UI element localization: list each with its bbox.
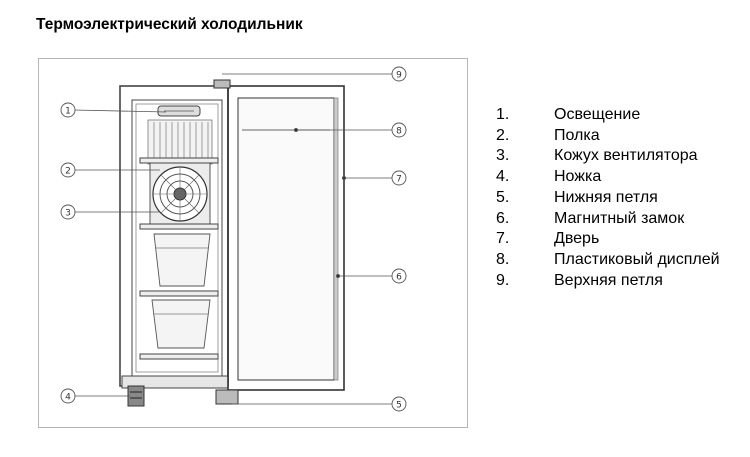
svg-text:8: 8: [396, 127, 402, 137]
figure-frame: [38, 58, 468, 428]
legend-label: Верхняя петля: [554, 271, 663, 289]
callout-markers: 1 2 3 4 5 6 7 8 9: [60, 66, 407, 412]
svg-text:1: 1: [65, 107, 71, 117]
svg-text:3: 3: [65, 209, 71, 219]
svg-text:2: 2: [65, 167, 71, 177]
legend-number: 9.: [496, 271, 510, 289]
legend-item: 7. Дверь: [496, 229, 720, 250]
fan-cover: [149, 161, 211, 227]
parts-legend: 1.Освещение 2.Полка 3.Кожух вентилятора …: [496, 105, 720, 291]
legend-item: 3. Кожух вентилятора: [496, 146, 720, 167]
svg-text:7: 7: [396, 175, 402, 185]
legend-label: Кожух вентилятора: [554, 147, 698, 165]
legend-item: 4. Ножка: [496, 167, 720, 188]
legend-label: Освещение: [554, 106, 641, 123]
legend-item: 5. Нижняя петля: [496, 188, 720, 209]
callout-8: 8: [391, 122, 407, 138]
svg-text:6: 6: [396, 273, 402, 283]
callout-7: 7: [391, 170, 407, 186]
callout-4: 4: [60, 388, 76, 404]
legend-item: 9. Верхняя петля: [496, 271, 720, 292]
legend-item: 2. Полка: [496, 126, 720, 147]
legend-number: 4.: [496, 168, 510, 186]
legend-item: 8. Пластиковый дисплей: [496, 250, 720, 271]
legend-label: Пластиковый дисплей: [554, 250, 720, 268]
legend-number: 3.: [496, 147, 510, 165]
rear-grille-top: [147, 119, 213, 165]
callout-9: 9: [391, 66, 407, 82]
base: [121, 375, 229, 407]
legend-item: 6. Магнитный замок: [496, 209, 720, 230]
callout-2: 2: [60, 162, 76, 178]
light-fixture: [157, 105, 201, 117]
legend-number: 2.: [496, 126, 510, 144]
hinges: [213, 79, 239, 405]
fridge-illustration: 1 2 3 4 5 6 7 8 9: [38, 58, 468, 428]
legend-number: 6.: [496, 209, 510, 227]
leader-lines: [73, 73, 392, 405]
svg-text:4: 4: [65, 393, 71, 403]
legend-item: 1. Освещение: [496, 105, 720, 126]
legend-number: 5.: [496, 188, 510, 206]
svg-text:9: 9: [396, 71, 402, 81]
callout-5: 5: [391, 396, 407, 412]
callout-3: 3: [60, 204, 76, 220]
page-title: Термоэлектрический холодильник: [36, 16, 303, 33]
callout-6: 6: [391, 268, 407, 284]
callout-1: 1: [60, 102, 76, 118]
legend-label: Ножка: [554, 168, 602, 186]
legend-label: Дверь: [554, 230, 600, 248]
bottle-holders: [151, 233, 211, 349]
legend-label: Полка: [554, 126, 600, 144]
door: [227, 85, 345, 391]
svg-text:5: 5: [396, 401, 402, 411]
legend-number: 8.: [496, 250, 510, 268]
fridge-diagram: 1 2 3 4 5 6 7 8 9: [38, 58, 468, 428]
legend-number: 7.: [496, 230, 510, 248]
legend-label: Магнитный замок: [554, 209, 685, 227]
legend-label: Нижняя петля: [554, 188, 658, 206]
legend-number: 1.: [496, 106, 510, 123]
shelves: [139, 157, 219, 360]
